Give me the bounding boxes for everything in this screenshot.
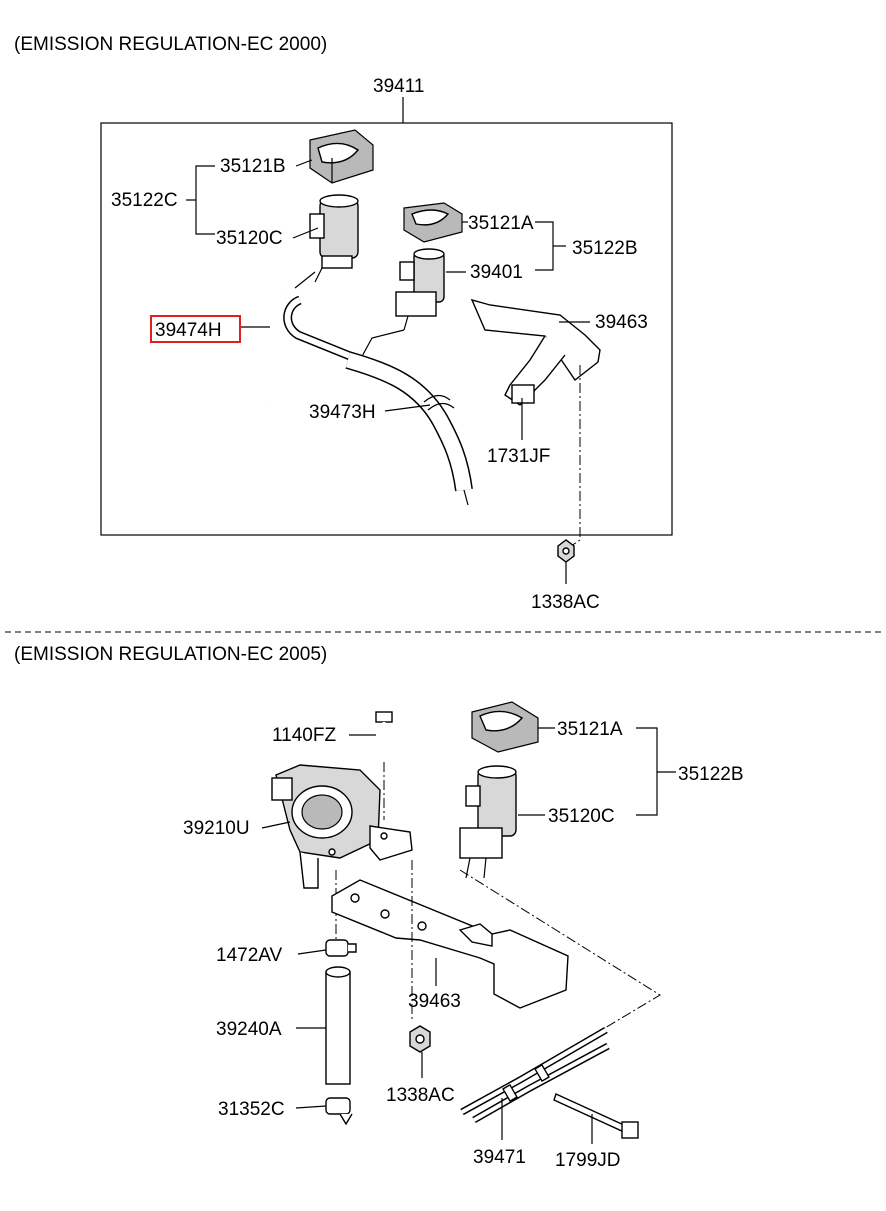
- pipe-39401-outlet: [359, 329, 405, 361]
- dashed-leader-1338AC-2000: [567, 365, 581, 549]
- leader-39473H: [384, 404, 431, 412]
- mounting-bracket-39463-2005: [331, 879, 569, 1009]
- bracket-35122B-2000: [535, 221, 554, 271]
- dashed-mounting-lines-2005: [411, 860, 661, 1063]
- label-1731JF[interactable]: 1731JF: [487, 446, 550, 467]
- hose-clamp-1472AV: [325, 939, 357, 957]
- bolt-1140FZ: [375, 711, 393, 762]
- bracket-35122B-2005: [636, 727, 658, 816]
- label-35122B-2005[interactable]: 35122B: [678, 764, 744, 785]
- label-1140FZ[interactable]: 1140FZ: [272, 725, 336, 746]
- label-39463-2005[interactable]: 39463: [408, 991, 461, 1012]
- solenoid-valve-35120C: [309, 194, 359, 283]
- label-35120C-2005[interactable]: 35120C: [548, 806, 615, 827]
- pressure-sensor-39210U: [271, 764, 413, 889]
- label-39411[interactable]: 39411: [373, 76, 424, 97]
- leader-35121B: [295, 159, 313, 167]
- hose-39474H: [258, 284, 352, 406]
- solenoid-valve-39401: [395, 248, 445, 331]
- leader-35120C-2000: [292, 227, 319, 239]
- label-39240A[interactable]: 39240A: [216, 1019, 282, 1040]
- highlight-box-39474H: [150, 315, 241, 343]
- label-1338AC-2005[interactable]: 1338AC: [386, 1085, 455, 1106]
- solenoid-valve-35120C-2005: [459, 765, 517, 879]
- leader-1472AV: [297, 949, 327, 955]
- assembly-frame-39411: [100, 122, 673, 536]
- filter-cap-35121A-2005: [471, 701, 539, 753]
- label-1472AV[interactable]: 1472AV: [216, 945, 283, 966]
- label-35122B-2000[interactable]: 35122B: [572, 238, 638, 259]
- label-1338AC-2000[interactable]: 1338AC: [531, 592, 600, 613]
- label-35121A-2005[interactable]: 35121A: [557, 719, 623, 740]
- label-39474H[interactable]: 39474H: [155, 320, 222, 341]
- label-39463-2000[interactable]: 39463: [595, 312, 648, 333]
- section-title-2005: (EMISSION REGULATION-EC 2005): [14, 644, 327, 665]
- label-31352C[interactable]: 31352C: [218, 1099, 285, 1120]
- label-39473H[interactable]: 39473H: [309, 402, 376, 423]
- label-35121B[interactable]: 35121B: [220, 156, 286, 177]
- bracket-35122C: [195, 165, 215, 235]
- filter-cap-35121A-2000: [403, 202, 463, 243]
- label-35121A-2000[interactable]: 35121A: [468, 213, 534, 234]
- nut-1338AC-2005: [409, 1025, 431, 1053]
- mounting-bracket-39463-2000: [470, 298, 601, 406]
- hose-clamp-31352C: [325, 1097, 353, 1126]
- label-35120C-2000[interactable]: 35120C: [216, 228, 283, 249]
- filter-cap-35121B: [309, 129, 374, 184]
- label-39401[interactable]: 39401: [470, 262, 523, 283]
- cable-tie-1799JD: [553, 1093, 639, 1139]
- hose-39473H: [345, 351, 473, 506]
- leader-31352C: [295, 1105, 327, 1109]
- section-title-2000: (EMISSION REGULATION-EC 2000): [14, 34, 327, 55]
- label-39471[interactable]: 39471: [473, 1147, 526, 1168]
- pipe-connector-upper: [294, 271, 316, 289]
- nut-1338AC-2000: [557, 539, 575, 563]
- label-35122C[interactable]: 35122C: [111, 190, 178, 211]
- hose-39240A: [325, 966, 351, 1085]
- vacuum-tubes-39471: [460, 1026, 610, 1124]
- label-39210U[interactable]: 39210U: [183, 818, 250, 839]
- label-1799JD[interactable]: 1799JD: [555, 1150, 621, 1171]
- leader-39210U: [261, 821, 291, 829]
